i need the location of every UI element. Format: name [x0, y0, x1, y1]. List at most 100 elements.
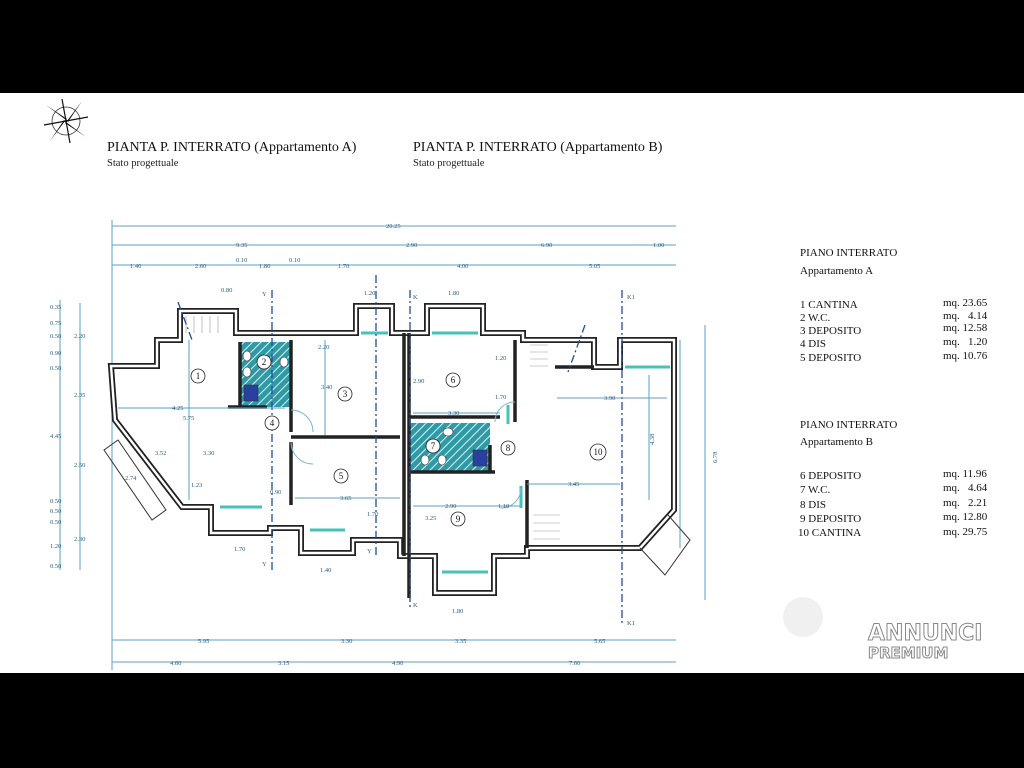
watermark-line1: ANNUNCI: [868, 621, 982, 646]
legend-room-name: 10 CANTINA: [798, 527, 861, 539]
room-number: 5: [339, 471, 344, 481]
dim-label: 3.15: [278, 660, 289, 667]
annunci-premium-watermark: ANNUNCI PREMIUM: [783, 597, 983, 663]
dim-label: 1.00: [653, 242, 664, 249]
dim-label: 0.75: [50, 320, 61, 327]
dim-label: 0.90: [270, 489, 281, 496]
dim-label: 4.38: [649, 434, 656, 445]
dim-label: 3.90: [604, 395, 615, 402]
legend-room-name: 3 DEPOSITO: [800, 325, 861, 337]
dim-label: 0.50: [50, 365, 61, 372]
section-label-k1: K1: [627, 294, 635, 301]
dim-label: 4.90: [392, 660, 403, 667]
dim-label: 5.05: [589, 263, 600, 270]
legend-room-name: 1 CANTINA: [800, 299, 858, 311]
legend-room-name: 6 DEPOSITO: [800, 470, 861, 482]
dim-label: 4.45: [50, 433, 61, 440]
legend-apartment-b: PIANO INTERRATO Appartamento B 6 DEPOSIT…: [798, 419, 988, 539]
outer-walls: [103, 303, 691, 596]
dim-label: 3.65: [340, 495, 351, 502]
room-numbers: 1 2 3 4 5 6 7 8 9 10: [190, 354, 607, 527]
dim-label: 1.20: [364, 290, 375, 297]
left-dimension-lines: 0.35 0.75 0.50 0.90 0.50 4.45 0.50 0.50 …: [50, 300, 85, 570]
section-label-y: Y: [262, 291, 267, 298]
legend-room-area: mq. 4.64: [943, 482, 988, 494]
legend-room-name: 9 DEPOSITO: [800, 513, 861, 525]
plan-b-title: PIANTA P. INTERRATO (Appartamento B): [413, 140, 663, 155]
legend-room-name: 8 DIS: [800, 499, 826, 511]
section-label-y: Y: [367, 548, 372, 555]
bottom-dimension-lines: 5.95 3.30 3.35 5.65 4.60 3.15 4.90 7.60: [112, 638, 676, 667]
section-label-k: K: [413, 602, 418, 609]
dim-label: 2.30: [74, 536, 85, 543]
interior-dimensions: 4.25 5.75 3.30 3.40 2.20 3.65 1.70 3.30 …: [118, 287, 667, 615]
legend-room-area: mq. 11.96: [943, 468, 987, 480]
dim-label: 1.70: [338, 263, 349, 270]
dim-label: 2.90: [406, 242, 417, 249]
legend-room-name: 2 W.C.: [800, 312, 831, 324]
dim-label: 3.35: [455, 638, 466, 645]
dim-label: 7.60: [569, 660, 580, 667]
dim-label: 1.20: [495, 355, 506, 362]
dim-label: 4.00: [457, 263, 468, 270]
room-number: 3: [343, 389, 348, 399]
dim-label: 5.75: [183, 415, 194, 422]
legend-room-area: mq. 2.21: [943, 497, 987, 509]
dim-label: 3.25: [425, 515, 436, 522]
dim-label: 1.40: [320, 567, 331, 574]
dim-label: 1.10: [498, 503, 509, 510]
dim-label: 0.35: [50, 304, 61, 311]
room-number: 6: [451, 375, 456, 385]
section-label-y: Y: [262, 561, 267, 568]
north-compass-icon: [43, 98, 89, 144]
legend-subtitle: Appartamento A: [800, 265, 873, 277]
dim-label: 6.90: [541, 242, 552, 249]
room-number: 4: [270, 418, 275, 428]
interior-walls: [228, 333, 594, 598]
legend-title: PIANO INTERRATO: [800, 419, 897, 431]
legend-room-area: mq. 10.76: [943, 350, 988, 362]
dim-label: 3.40: [321, 384, 332, 391]
legend-room-area: mq. 23.65: [943, 297, 988, 309]
dim-label: 1.20: [50, 543, 61, 550]
dim-label: 2.35: [74, 392, 85, 399]
legend-room-area: mq. 1.20: [943, 336, 988, 348]
legend-room-name: 7 W.C.: [800, 484, 831, 496]
dim-label: 2.20: [318, 344, 329, 351]
dim-label: 2.50: [74, 462, 85, 469]
legend-apartment-a: PIANO INTERRATO Appartamento A 1 CANTINA…: [800, 247, 988, 364]
stairs: [185, 316, 560, 540]
dim-label: 20.25: [386, 223, 401, 230]
plan-b-subtitle: Stato progettuale: [413, 158, 485, 169]
legend-room-name: 5 DEPOSITO: [800, 352, 861, 364]
room-number: 7: [431, 441, 436, 451]
plan-a-title: PIANTA P. INTERRATO (Appartamento A): [107, 140, 357, 155]
dim-label: 1.80: [452, 608, 463, 615]
dim-label: 0.50: [50, 519, 61, 526]
right-dimension-lines: 6.78 4.38: [649, 325, 719, 600]
section-label-k1: K1: [627, 620, 635, 627]
watermark-line2: PREMIUM: [868, 644, 948, 662]
room-number: 10: [594, 447, 604, 457]
dim-label: 3.30: [448, 410, 459, 417]
legend-room-area: mq. 12.58: [943, 322, 988, 334]
dim-label: 1.40: [130, 263, 141, 270]
dim-label: 2.60: [195, 263, 206, 270]
dim-label: 0.50: [50, 508, 61, 515]
legend-room-area: mq. 4.14: [943, 310, 988, 322]
dim-label: 1.80: [448, 290, 459, 297]
room-number: 8: [506, 443, 511, 453]
top-black-bar: [0, 0, 1024, 93]
legend-title: PIANO INTERRATO: [800, 247, 897, 259]
dim-label: 2.90: [445, 503, 456, 510]
plan-a-subtitle: Stato progettuale: [107, 158, 179, 169]
legend-subtitle: Appartamento B: [800, 436, 873, 448]
dim-label: 0.10: [236, 257, 247, 264]
section-lines: Y Y Y K K K1 K1: [177, 275, 635, 627]
room-number: 9: [456, 514, 461, 524]
legend-room-area: mq. 29.75: [943, 526, 988, 538]
dim-label: 1.80: [259, 263, 270, 270]
dim-label: 4.25: [172, 405, 183, 412]
section-label-k: K: [413, 294, 418, 301]
